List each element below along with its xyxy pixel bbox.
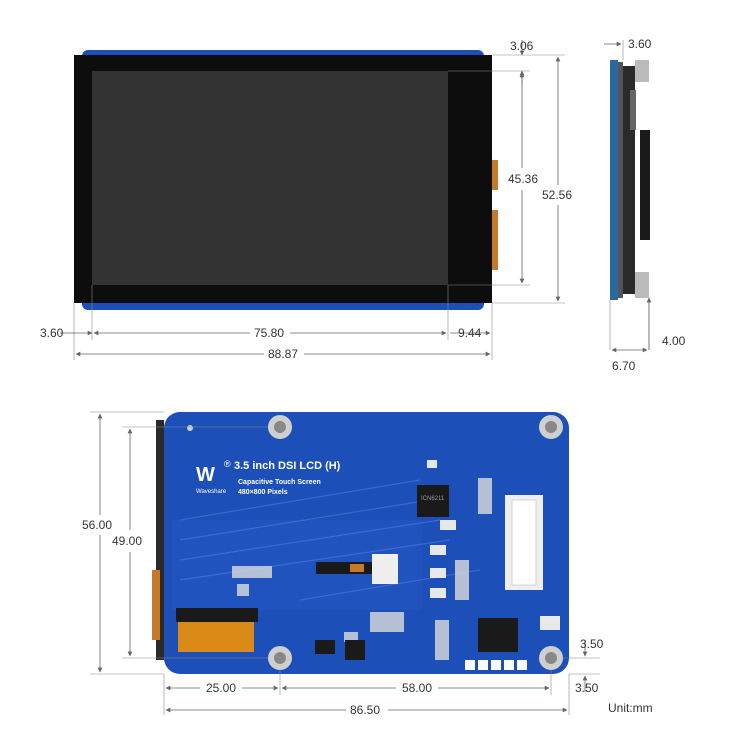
dim-right-margin: 9.44: [458, 326, 482, 340]
touch-ic: [478, 618, 518, 652]
dim-active-height: 45.36: [508, 172, 538, 186]
side-glass: [610, 60, 618, 300]
waveshare-logo-icon: W: [196, 464, 215, 486]
lcd-fpc: [178, 622, 254, 652]
dim-hole-edge-bottom: 3.50: [575, 681, 599, 695]
board-resolution: 480×800 Pixels: [238, 489, 288, 496]
back-panel-edge: [156, 420, 164, 660]
dim-hole-spacing-x: 58.00: [402, 681, 432, 695]
dim-side-thickness: 6.70: [612, 359, 636, 373]
side-standoff-top: [635, 60, 649, 82]
back-pcb: [164, 412, 569, 674]
dim-board-width: 86.50: [350, 703, 380, 717]
dim-side-top: 3.60: [628, 37, 652, 51]
touch-cable: [316, 562, 374, 574]
lcd-connector: [176, 608, 258, 622]
front-active-area: [92, 71, 448, 285]
side-connector: [640, 130, 650, 240]
dim-hole-edge-top: 3.50: [580, 637, 604, 651]
dim-side-bottom: 4.00: [662, 334, 686, 348]
bridge-ic: [417, 485, 449, 517]
front-fpc-tab-bottom: [490, 210, 498, 270]
front-view: 3.06 45.36 52.56 3.60 75.80 9.44 88.87: [40, 39, 572, 361]
dim-board-height: 56.00: [82, 518, 112, 532]
unit-label: Unit:mm: [608, 701, 653, 715]
front-fpc-tab-top: [490, 160, 498, 190]
dim-outer-height: 52.56: [542, 188, 572, 202]
back-fpc-left: [152, 570, 160, 640]
side-standoff-bottom: [635, 272, 649, 298]
dim-active-width: 75.80: [254, 326, 284, 340]
dim-left-margin: 3.60: [40, 326, 64, 340]
board-title: 3.5 inch DSI LCD (H): [234, 460, 341, 472]
dim-total-width: 88.87: [268, 347, 298, 361]
dim-top-gap: 3.06: [510, 39, 534, 53]
touch-connector: [372, 554, 398, 584]
side-view: 3.60 4.00 6.70: [604, 37, 686, 373]
board-subtitle: Capacitive Touch Screen: [238, 479, 321, 486]
board-brand: Waveshare: [196, 489, 227, 495]
svg-text:®: ®: [224, 459, 231, 469]
dim-hole-offset-x: 25.00: [206, 681, 236, 695]
dim-hole-height: 49.00: [112, 534, 142, 548]
bridge-ic-label: ICN6211: [421, 496, 445, 502]
back-view: W ® 3.5 inch DSI LCD (H) Capacitive Touc…: [82, 411, 653, 717]
